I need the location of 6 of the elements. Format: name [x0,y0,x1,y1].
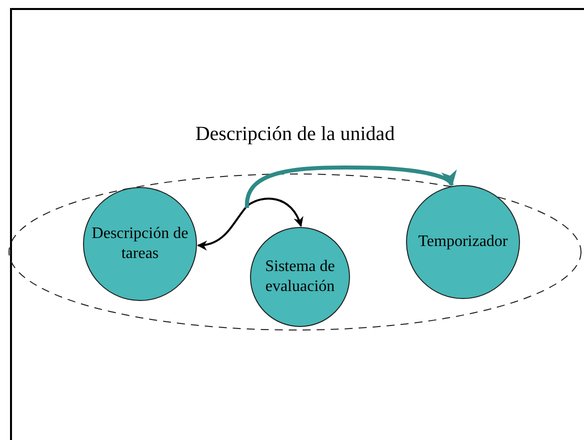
node-label: Sistema de evaluación [264,257,336,297]
node-label: Temporizador [417,232,509,252]
node-label: Descripción de tareas [90,224,190,264]
title: Descripción de la unidad [195,123,395,146]
curved-arrow [245,166,454,208]
curved-arrow [196,198,303,250]
